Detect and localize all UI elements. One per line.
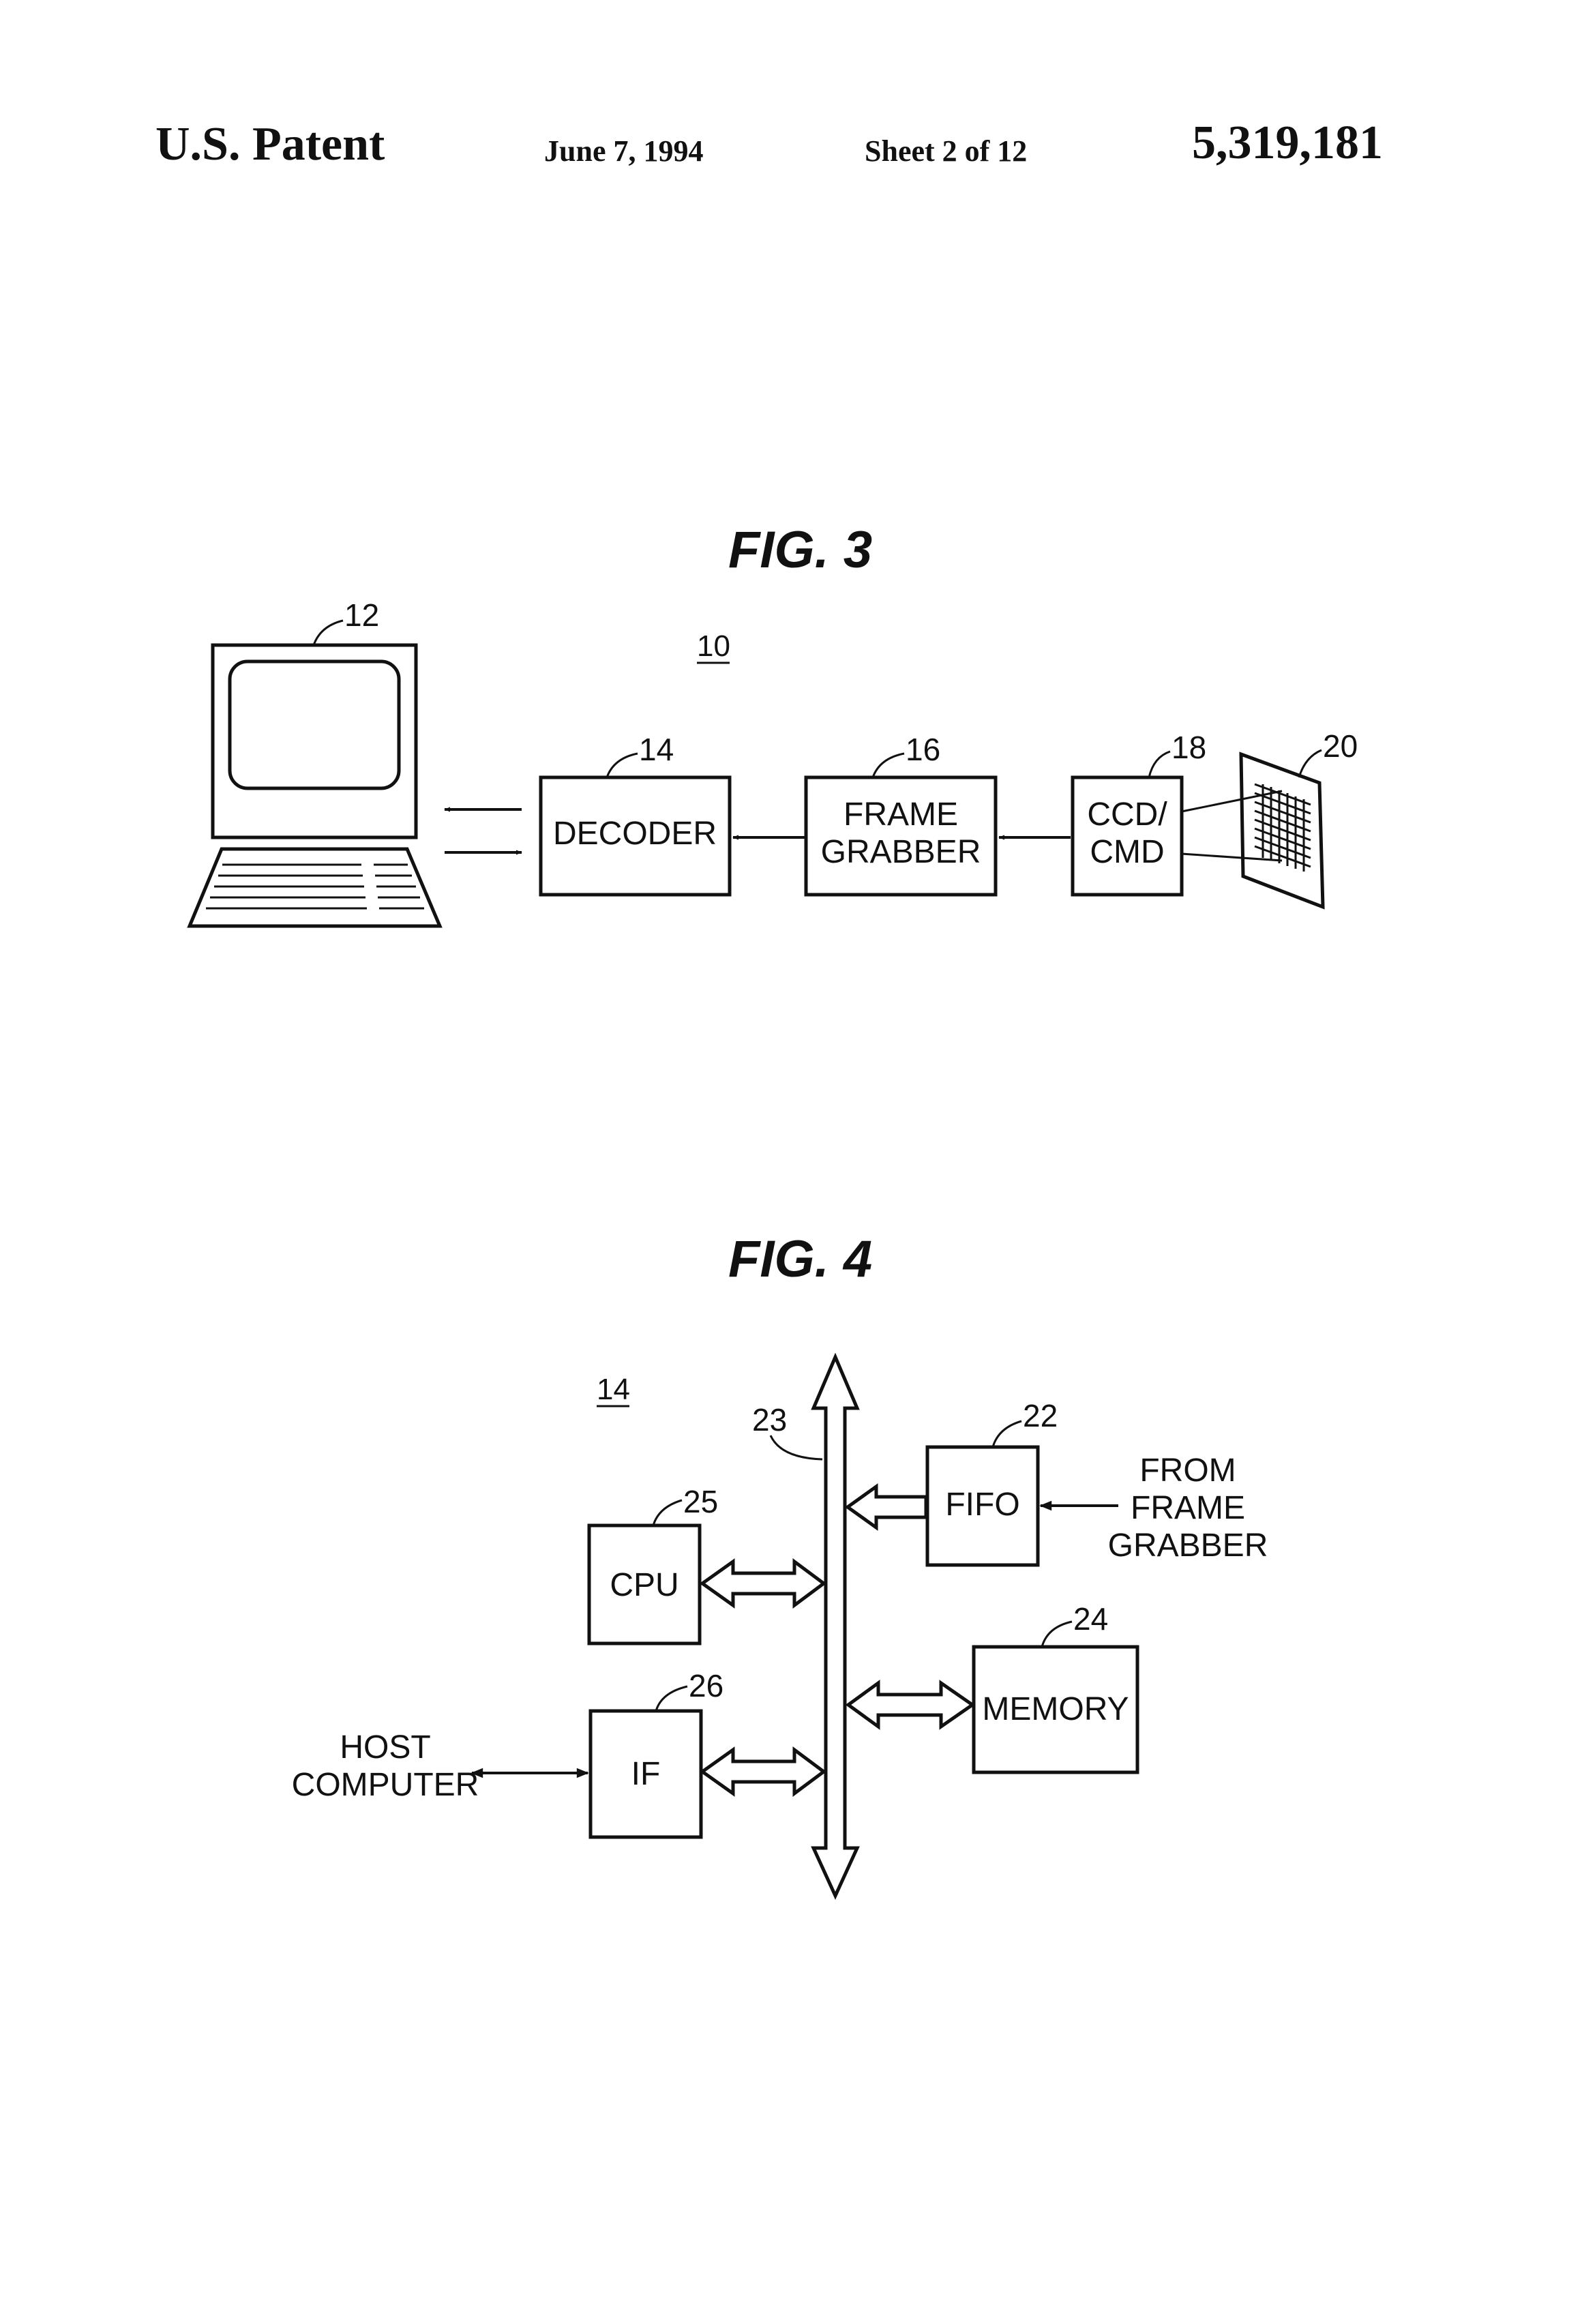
sensor-label-line2: CMD [1090,834,1164,870]
sensor-beam-upper [1182,791,1282,811]
frame-grabber-ref-leader [873,754,904,777]
memory-ref: 24 [1073,1601,1108,1637]
bus-ref: 23 [752,1402,787,1437]
frame-grabber-label-line1: FRAME [844,796,958,833]
cpu-label: CPU [610,1567,678,1603]
symbol-ref-leader [1299,750,1322,777]
sensor-ref: 18 [1171,730,1206,765]
from-frame-grabber-line2: FRAME [1131,1490,1245,1526]
host-computer-line2: COMPUTER [292,1767,479,1803]
fig4-decoder-ref: 14 [597,1373,630,1406]
bus-ref-leader [771,1435,822,1459]
host-computer-line1: HOST [340,1729,430,1766]
computer-terminal-icon [190,645,440,926]
memory-ref-leader [1042,1622,1072,1647]
computer-ref-leader [314,621,343,645]
cpu-ref: 25 [683,1484,718,1519]
fifo-label: FIFO [945,1487,1019,1523]
fifo-ref-leader [993,1421,1021,1447]
fig3-system-ref: 10 [697,629,730,663]
from-frame-grabber-line1: FROM [1139,1452,1236,1489]
interface-label: IF [631,1756,661,1792]
sensor-label-line1: CCD/ [1087,796,1167,833]
fig3-title: FIG. 3 [728,521,872,579]
from-frame-grabber-line3: GRABBER [1108,1528,1268,1564]
computer-ref: 12 [344,597,379,633]
symbol-card-icon [1241,754,1323,907]
frame-grabber-label-line2: GRABBER [821,834,981,870]
decoder-ref-leader [607,754,638,777]
fig4-title: FIG. 4 [728,1230,872,1288]
cpu-bus-double-arrow [702,1562,824,1605]
frame-grabber-ref: 16 [906,732,940,767]
data-bus-arrow [814,1357,857,1896]
interface-ref: 26 [689,1668,723,1703]
decoder-ref: 14 [639,732,674,767]
fifo-to-bus-arrow [848,1487,926,1528]
cpu-ref-leader [653,1500,682,1525]
sensor-beam-lower [1182,854,1282,861]
memory-bus-double-arrow [848,1683,972,1727]
interface-bus-double-arrow [702,1750,824,1793]
decoder-label: DECODER [553,816,717,852]
interface-ref-leader [656,1686,687,1711]
fifo-ref: 22 [1023,1398,1058,1433]
memory-label: MEMORY [982,1691,1129,1727]
sensor-ref-leader [1149,751,1170,777]
symbol-ref: 20 [1323,728,1358,764]
